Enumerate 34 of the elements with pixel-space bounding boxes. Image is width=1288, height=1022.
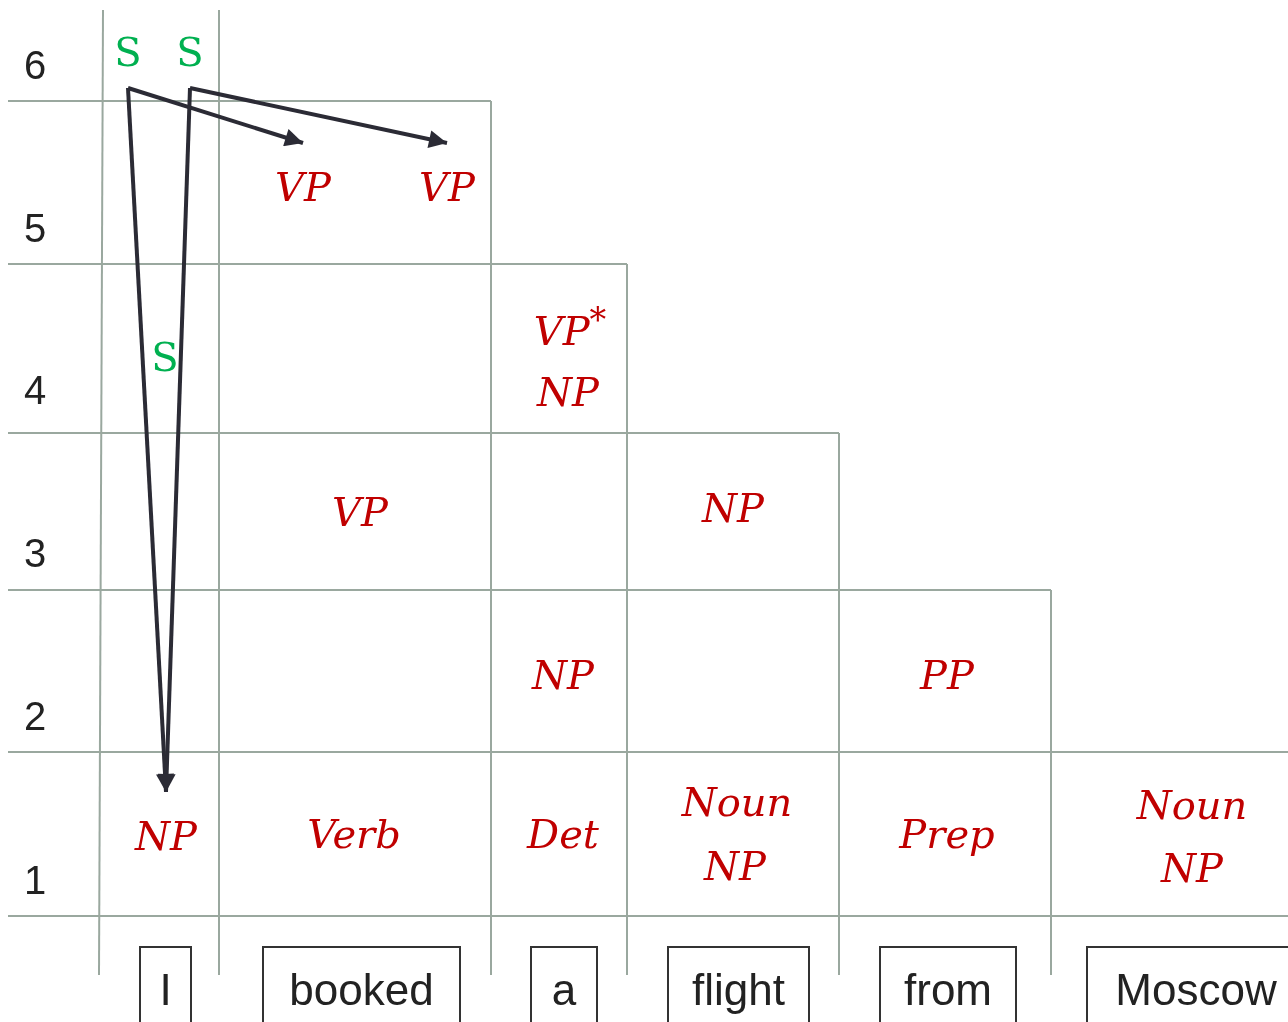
word-box: from — [879, 946, 1017, 1022]
row-number: 6 — [23, 42, 47, 89]
grammar-symbol: VP — [332, 488, 388, 536]
row-number: 2 — [23, 693, 47, 740]
grammar-symbol: Det — [527, 810, 599, 858]
row-number: 1 — [23, 857, 47, 904]
grammar-symbol: NP — [532, 651, 594, 699]
grammar-symbol: NP — [135, 792, 197, 860]
grammar-symbol: NP — [1161, 844, 1223, 892]
word-box: booked — [262, 946, 461, 1022]
word-box: flight — [667, 946, 810, 1022]
row-number: 4 — [23, 367, 47, 414]
word-box: I — [139, 946, 192, 1022]
grammar-symbol: PP — [920, 651, 974, 699]
grammar-symbol: NP — [537, 368, 599, 416]
arrow — [189, 86, 448, 149]
grammar-symbol: VP — [275, 143, 331, 211]
grammar-symbol: S — [114, 28, 142, 88]
grammar-symbol: S — [176, 28, 204, 88]
grammar-symbol: Noun — [681, 778, 793, 826]
word-box: Moscow — [1086, 946, 1288, 1022]
row-number: 3 — [23, 530, 47, 577]
grammar-symbol: NP — [704, 842, 766, 890]
grammar-symbol: NP — [702, 484, 764, 532]
grammar-symbol: S — [151, 333, 179, 381]
grammar-symbol: VP — [419, 143, 475, 211]
arrow — [127, 86, 304, 147]
grammar-symbol: Noun — [1136, 781, 1248, 829]
word-box: a — [530, 946, 598, 1022]
grammar-symbol: Verb — [307, 810, 401, 858]
grammar-symbol: VP$^{*}$ — [533, 299, 607, 356]
row-number: 5 — [23, 205, 47, 252]
grammar-symbol: Prep — [899, 810, 995, 858]
arrow — [157, 87, 192, 793]
